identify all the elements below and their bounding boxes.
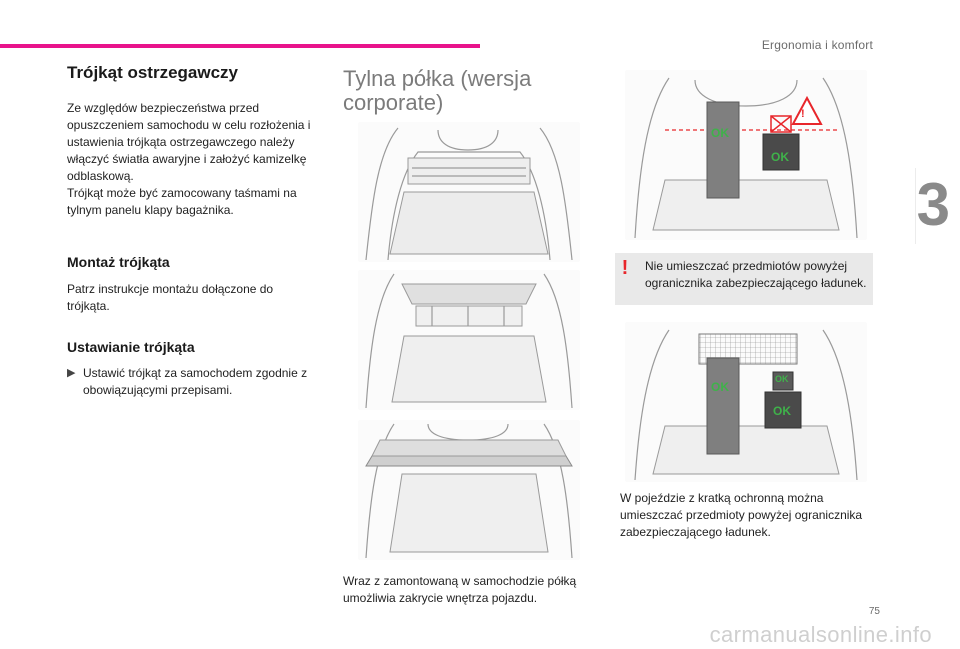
heading-rear-shelf: Tylna półka (wersja corporate) [343, 66, 532, 115]
ok-label: OK [711, 380, 729, 394]
bullet-item: ▶ Ustawić trójkąt za samochodem zgodnie … [67, 365, 317, 399]
bullet-arrow-icon: ▶ [67, 367, 76, 379]
paragraph-safety: Ze względów bezpieczeństwa przed opuszcz… [67, 101, 311, 183]
page-number: 75 [868, 606, 880, 617]
chapter-number: 3 [916, 171, 950, 238]
warning-icon: ! [621, 257, 629, 279]
warning-triangle-icon: ! [801, 108, 805, 120]
section-title: Ergonomia i komfort [761, 38, 873, 52]
ok-label: OK [775, 374, 789, 384]
paragraph-mounting-location: Trójkąt może być zamocowany taśmami na t… [67, 186, 297, 217]
warning-box [615, 253, 873, 305]
ok-label: OK [771, 150, 789, 164]
bullet-text: Ustawić trójkąt za samochodem zgodnie z … [83, 366, 308, 397]
illustration-shelf-raised [358, 270, 580, 410]
illustration-trunk-open [358, 122, 580, 262]
heading-placing: Ustawianie trójkąta [67, 339, 195, 355]
illustration-shelf-closed [358, 420, 580, 560]
ok-label: OK [711, 126, 729, 140]
header-accent-bar [0, 44, 480, 48]
heading-assembly: Montaż trójkąta [67, 254, 170, 270]
illustration-load-limit: OK OK ! [625, 70, 867, 240]
chapter-tab[interactable] [915, 168, 960, 244]
ok-label: OK [773, 404, 791, 418]
watermark: carmanualsonline.info [709, 622, 932, 647]
caption-shelf: Wraz z zamontowaną w samochodzie półką u… [343, 574, 577, 605]
illustration-protective-grille: OK OK OK [625, 322, 867, 482]
warning-text: Nie umieszczać przedmiotów powyżej ogran… [645, 259, 867, 290]
heading-warning-triangle: Trójkąt ostrzegawczy [67, 63, 239, 82]
paragraph-assembly: Patrz instrukcje montażu dołączone do tr… [67, 282, 274, 313]
caption-grille: W pojeździe z kratką ochronną można umie… [620, 491, 863, 539]
